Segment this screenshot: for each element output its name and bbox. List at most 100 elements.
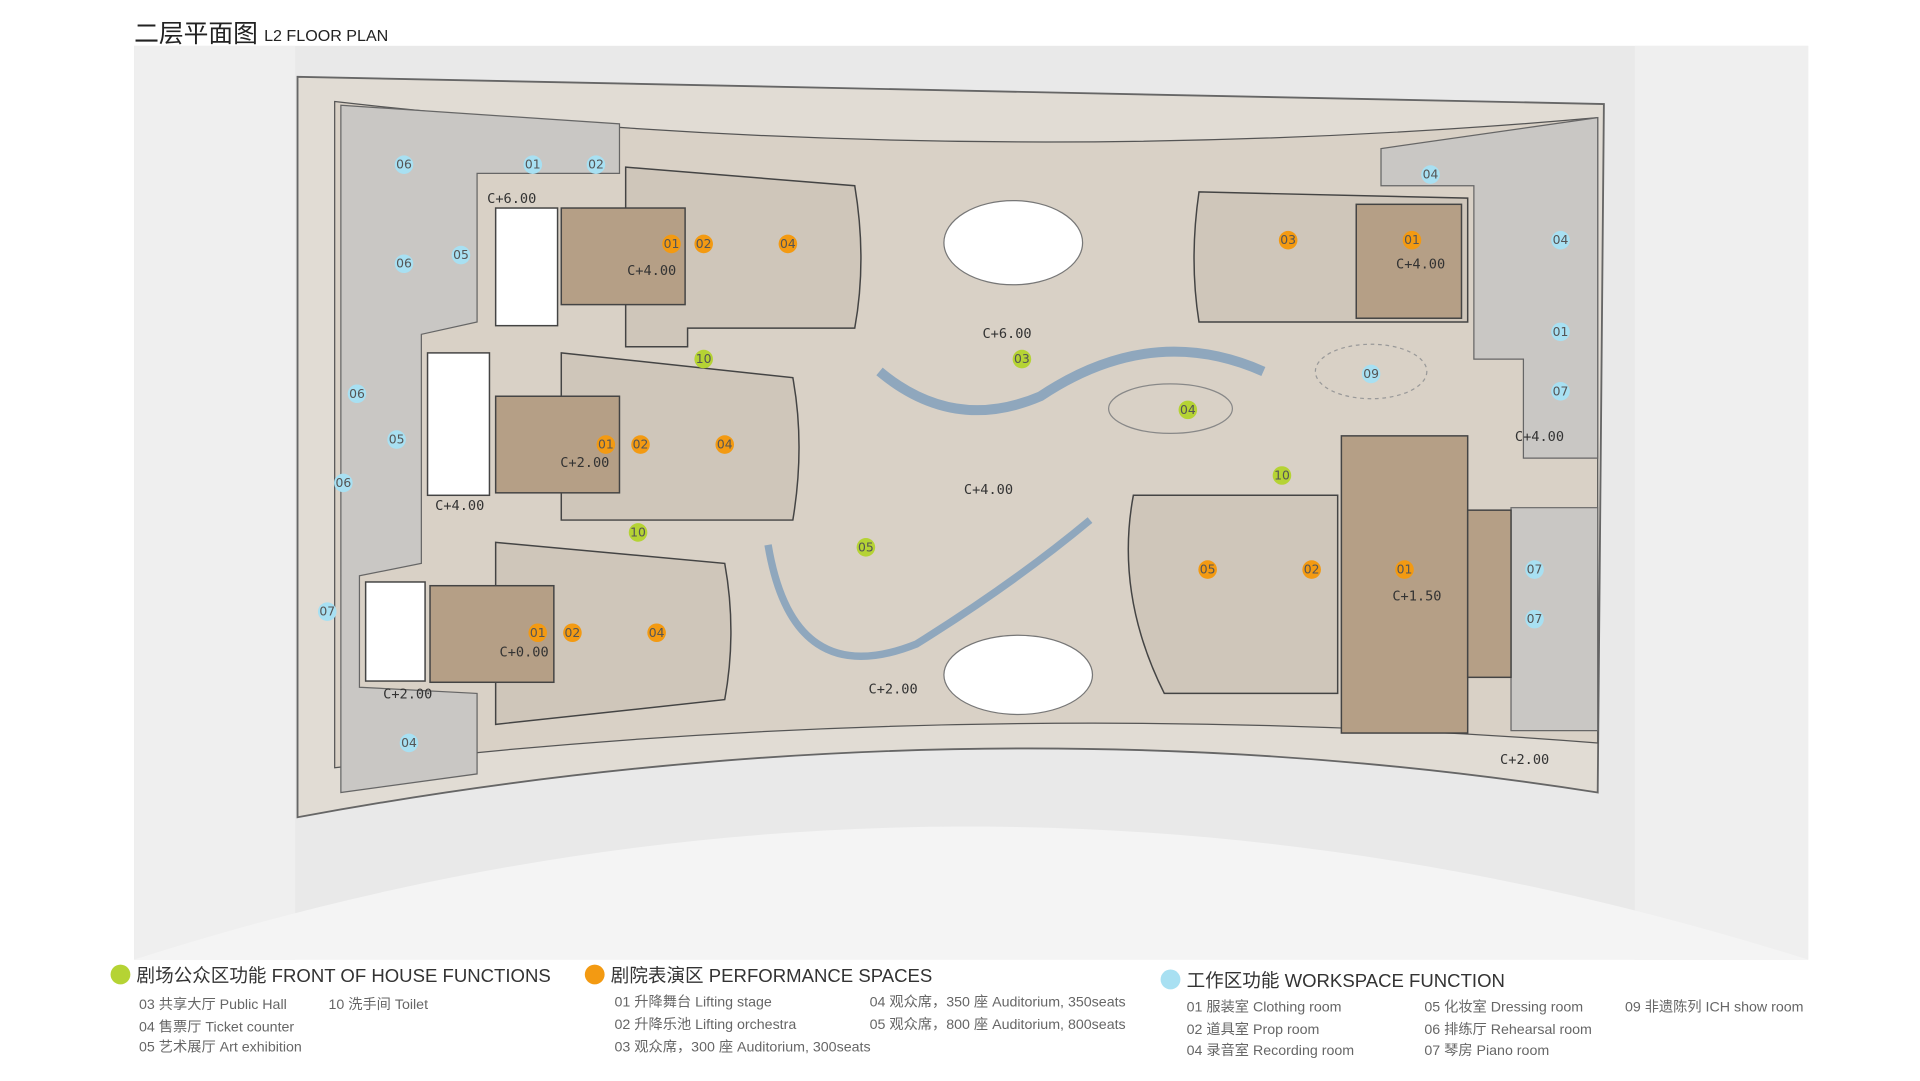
legend-heading: 剧院表演区 PERFORMANCE SPACES	[611, 965, 932, 986]
performance-marker: 02	[1302, 560, 1321, 579]
marker-label: 05	[389, 433, 405, 447]
marker-label: 04	[1423, 168, 1439, 182]
level-label: C+0.00	[500, 644, 549, 660]
legend-item: 01 服装室 Clothing room	[1187, 999, 1342, 1016]
marker-dot	[1395, 560, 1414, 579]
marker-dot	[778, 234, 798, 254]
title-en: L2 FLOOR PLAN	[264, 27, 388, 45]
level-label: C+6.00	[487, 191, 536, 207]
performance-marker: 01	[1395, 560, 1414, 579]
marker-dot	[451, 245, 471, 265]
marker-label: 01	[530, 626, 546, 640]
legend-heading: 剧场公众区功能 FRONT OF HOUSE FUNCTIONS	[137, 965, 551, 986]
workspace-marker: 01	[1551, 322, 1570, 342]
marker-label: 04	[780, 237, 796, 251]
marker-dot	[1525, 560, 1544, 579]
marker-dot	[394, 254, 414, 274]
performance-marker: 02	[631, 435, 650, 454]
legend-item: 03 观众席，300 座 Auditorium, 300seats	[615, 1038, 871, 1055]
marker-dot	[563, 623, 582, 643]
marker-dot	[596, 435, 616, 454]
level-label: C+2.00	[383, 686, 432, 702]
marker-dot	[631, 435, 650, 454]
marker-dot	[856, 538, 876, 557]
marker-label: 04	[401, 736, 417, 750]
workspace-marker: 07	[1551, 382, 1570, 401]
marker-label: 04	[1180, 403, 1196, 417]
workspace-marker: 06	[394, 155, 414, 174]
legend-item: 09 非遗陈列 ICH show room	[1625, 998, 1804, 1016]
performance-marker: 04	[647, 623, 666, 643]
marker-dot	[647, 623, 666, 643]
workspace-marker: 05	[451, 245, 471, 265]
marker-dot	[334, 473, 353, 493]
level-label: C+1.50	[1392, 589, 1441, 605]
legend-front-of-house: 剧场公众区功能 FRONT OF HOUSE FUNCTIONS 03 共享大厅…	[110, 964, 551, 1055]
marker-dot	[1178, 400, 1198, 420]
marker-label: 02	[1304, 563, 1320, 577]
workspace-marker: 07	[1525, 560, 1544, 579]
legend-item: 10 洗手间 Toilet	[328, 996, 428, 1013]
marker-label: 05	[858, 540, 874, 554]
marker-dot	[523, 155, 543, 174]
marker-dot	[586, 155, 606, 174]
marker-label: 05	[1200, 563, 1216, 577]
marker-dot	[394, 155, 414, 174]
marker-label: 05	[453, 248, 469, 262]
marker-dot	[662, 234, 681, 254]
marker-dot	[1361, 364, 1381, 384]
marker-dot	[1551, 322, 1570, 342]
workspace-marker: 07	[1525, 609, 1544, 629]
level-label: C+6.00	[982, 326, 1031, 342]
marker-label: 07	[1553, 384, 1569, 398]
performance-marker: 03	[1278, 230, 1298, 250]
level-label: C+2.00	[560, 455, 609, 471]
performance-marker: 02	[694, 234, 713, 254]
marker-label: 04	[1553, 233, 1569, 247]
marker-label: 01	[1397, 563, 1413, 577]
marker-label: 07	[1527, 612, 1543, 626]
workspace-marker: 04	[1551, 230, 1570, 250]
legend-dot-icon	[1160, 969, 1181, 990]
legend-item: 06 排练厅 Rehearsal room	[1424, 1021, 1592, 1038]
front-of-house-marker: 10	[628, 523, 648, 542]
performance-marker: 02	[563, 623, 582, 643]
workspace-marker: 04	[1421, 165, 1440, 184]
marker-label: 01	[1404, 233, 1420, 247]
level-label: C+4.00	[435, 498, 484, 514]
marker-dot	[1302, 560, 1321, 579]
marker-dot	[1198, 560, 1217, 579]
marker-label: 04	[717, 438, 733, 452]
legend-item: 04 售票厅 Ticket counter	[139, 1018, 294, 1035]
marker-dot	[528, 623, 548, 643]
marker-dot	[1012, 349, 1032, 369]
legend-item: 05 艺术展厅 Art exhibition	[139, 1038, 302, 1055]
marker-label: 06	[335, 476, 351, 490]
legend-workspace: 工作区功能 WORKSPACE FUNCTION 01 服装室 Clothing…	[1160, 969, 1804, 1059]
legend-item: 01 升降舞台 Lifting stage	[615, 994, 772, 1011]
marker-label: 06	[396, 158, 412, 172]
workspace-marker: 07	[317, 602, 337, 621]
marker-label: 02	[565, 626, 581, 640]
marker-dot	[694, 349, 713, 369]
level-label: C+2.00	[869, 681, 918, 697]
marker-label: 01	[525, 158, 541, 172]
workspace-marker: 06	[334, 473, 353, 493]
marker-label: 10	[630, 525, 646, 539]
marker-label: 01	[664, 237, 680, 251]
performance-marker: 04	[715, 435, 735, 454]
workspace-marker: 09	[1361, 364, 1381, 384]
marker-label: 04	[649, 626, 665, 640]
legend-item: 05 化妆室 Dressing room	[1424, 999, 1583, 1016]
performance-marker: 01	[528, 623, 548, 643]
front-of-house-marker: 10	[1272, 466, 1292, 485]
marker-dot	[387, 430, 406, 449]
level-label: C+4.00	[627, 263, 676, 279]
marker-label: 03	[1280, 233, 1296, 247]
workspace-marker: 06	[394, 254, 414, 274]
legend-item: 02 道具室 Prop room	[1187, 1021, 1320, 1038]
marker-label: 01	[598, 438, 614, 452]
marker-label: 09	[1363, 367, 1379, 381]
